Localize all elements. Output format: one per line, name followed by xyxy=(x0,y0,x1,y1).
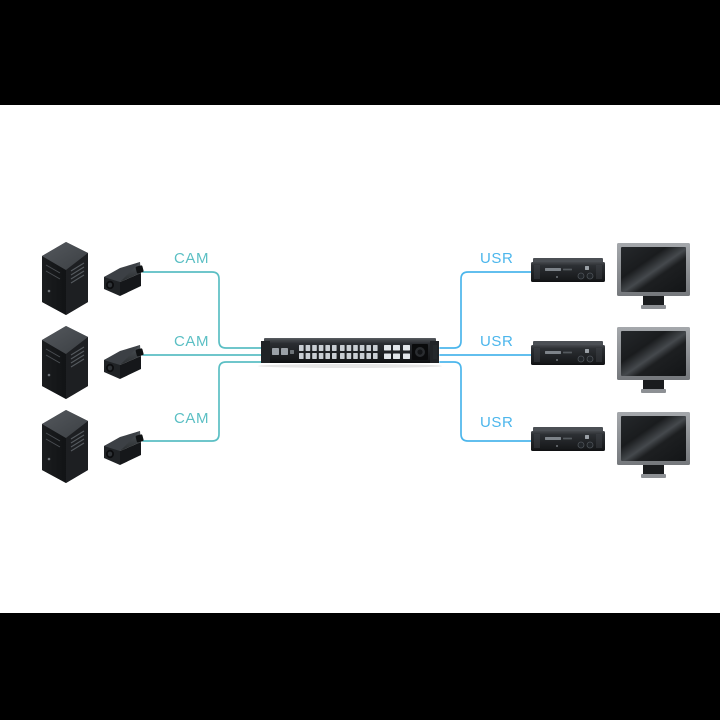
cam-label-2: CAM xyxy=(174,333,210,350)
usr-label-3: USR xyxy=(480,414,514,431)
letterbox-bar-bottom xyxy=(0,613,720,720)
cam-label-3: CAM xyxy=(174,410,210,427)
cam-label-1: CAM xyxy=(174,250,210,267)
usr-label-2: USR xyxy=(480,333,514,350)
usr-label-1: USR xyxy=(480,250,514,267)
letterbox-bar-top xyxy=(0,0,720,105)
diagram-canvas xyxy=(0,105,720,613)
